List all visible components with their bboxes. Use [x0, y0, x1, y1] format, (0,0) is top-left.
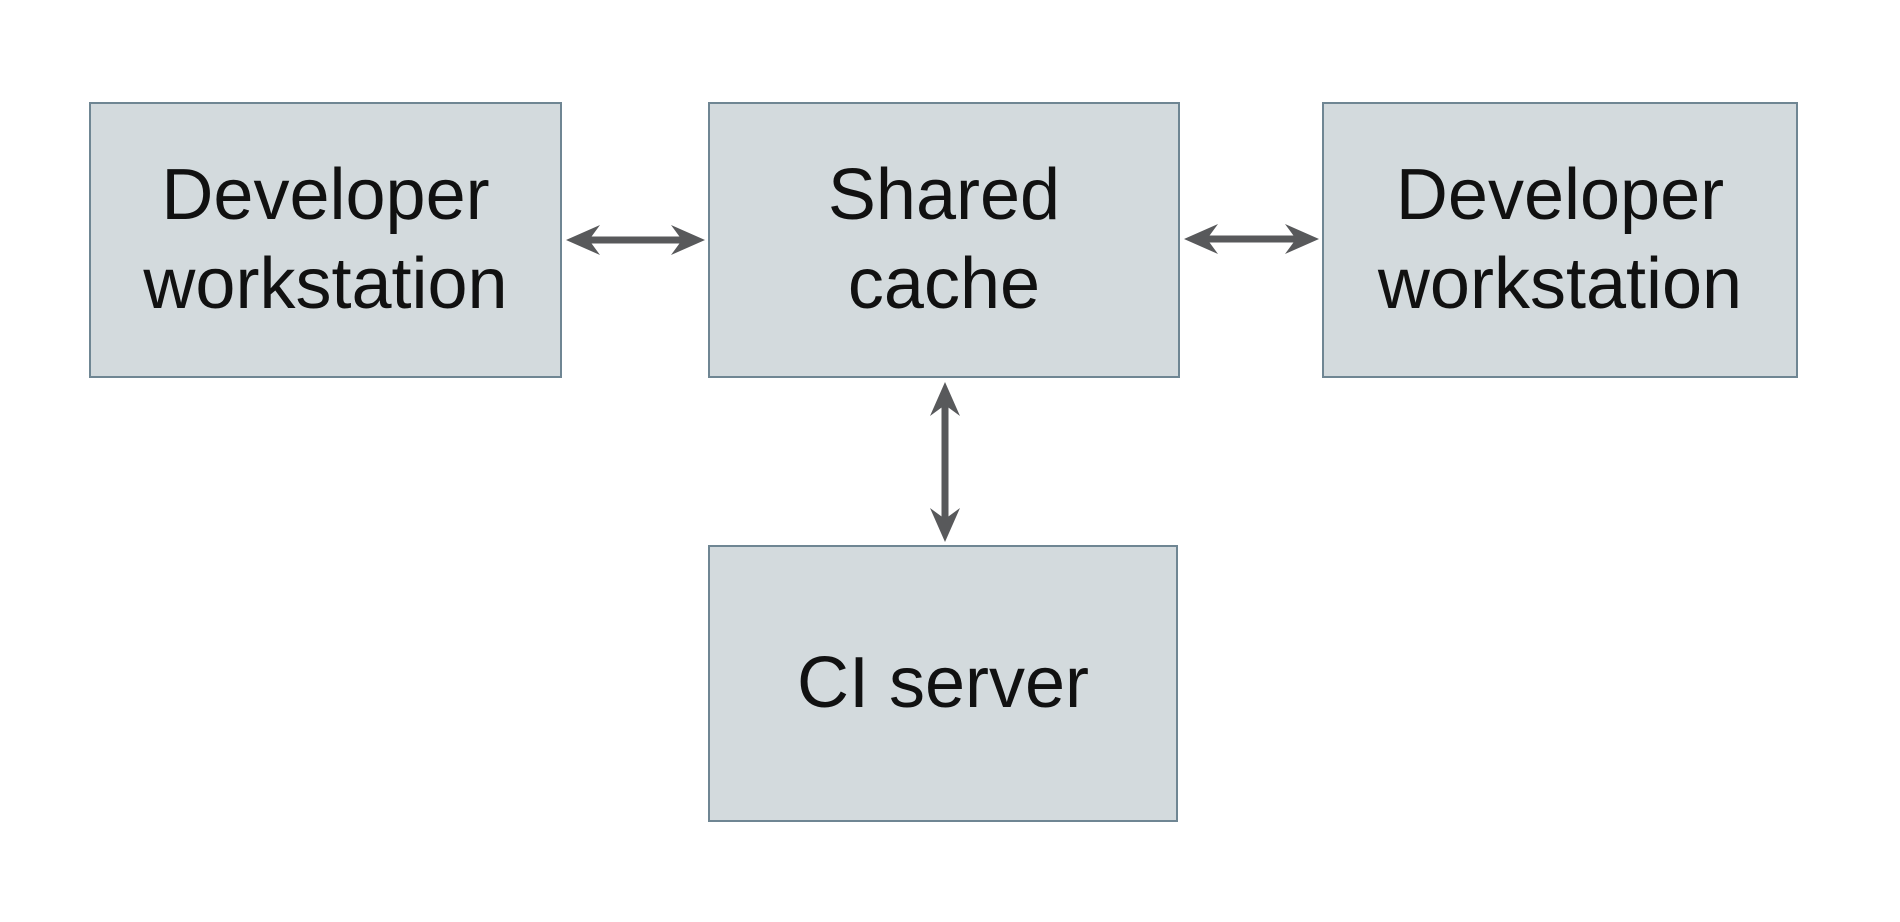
node-ci-server: CI server — [708, 545, 1178, 822]
node-developer-workstation-left: Developer workstation — [89, 102, 562, 378]
node-shared-cache: Shared cache — [708, 102, 1180, 378]
node-label: Developer workstation — [1377, 154, 1743, 324]
node-label: Shared cache — [827, 154, 1061, 324]
bidirectional-arrow-cache-ci-icon — [930, 382, 960, 542]
bidirectional-arrow-left-cache-icon — [566, 225, 705, 255]
node-label: CI server — [796, 642, 1090, 723]
node-developer-workstation-right: Developer workstation — [1322, 102, 1798, 378]
node-label: Developer workstation — [143, 154, 508, 324]
bidirectional-arrow-cache-right-icon — [1184, 224, 1319, 254]
